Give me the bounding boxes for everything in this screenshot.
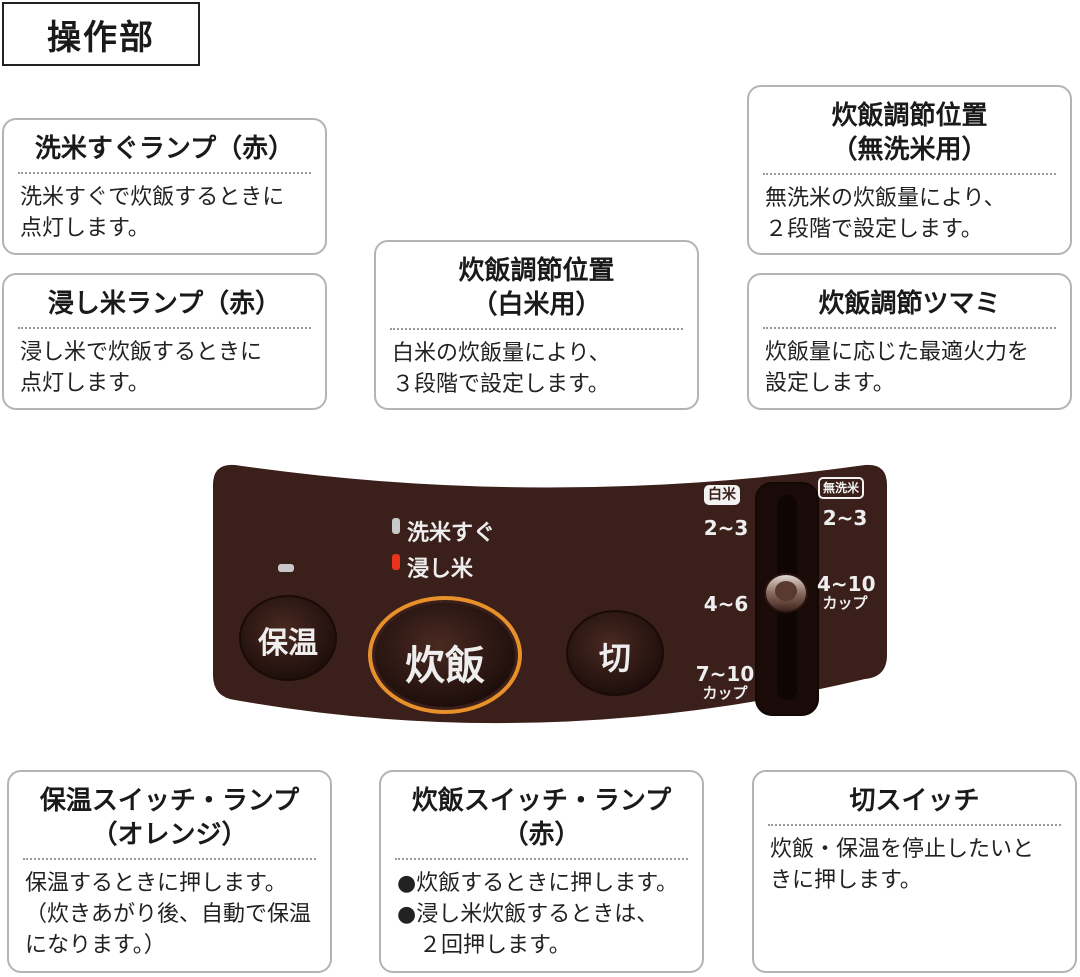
cook-button-shape <box>375 603 515 707</box>
divider <box>395 858 688 860</box>
card-keep-warm: 保温スイッチ・ランプ （オレンジ） 保温するときに押します。 （炊きあがり後、自… <box>7 770 332 973</box>
card-heading: 炊飯スイッチ・ランプ （赤） <box>411 786 672 850</box>
card-wash-lamp: 洗米すぐランプ（赤） 洗米すぐで炊飯するときに 点灯します。 <box>2 118 327 255</box>
musenmai-scale-2-3: 2~3 <box>822 506 868 530</box>
keep-warm-button[interactable]: 保温 <box>258 626 318 661</box>
white-rice-tag: 白米 <box>704 485 740 505</box>
card-cook: 炊飯スイッチ・ランプ （赤） ●炊飯するときに押します。 ●浸し米炊飯するときは… <box>379 770 704 973</box>
card-text: 洗米すぐで炊飯するときに 点灯します。 <box>20 185 285 241</box>
card-text: 白米の炊飯量により、 ３段階で設定します。 <box>392 341 611 397</box>
white-scale-4-6: 4~6 <box>703 592 749 616</box>
page-title: 操作部 <box>2 2 200 66</box>
soak-indicator-label: 浸し米 <box>407 557 474 582</box>
panel-graphic <box>213 464 887 724</box>
card-text: 炊飯量に応じた最適火力を 設定します。 <box>765 340 1030 396</box>
divider <box>18 172 311 174</box>
white-scale-7-10: 7~10 カップ <box>695 662 755 702</box>
card-heading: 浸し米ランプ（赤） <box>47 289 282 319</box>
card-knob: 炊飯調節ツマミ 炊飯量に応じた最適火力を 設定します。 <box>747 273 1072 410</box>
card-heading: 保温スイッチ・ランプ （オレンジ） <box>39 786 300 850</box>
knob-cap <box>775 581 797 601</box>
card-text: 炊飯・保温を停止したいと きに押します。 <box>770 837 1035 893</box>
card-text: 浸し米で炊飯するときに 点灯します。 <box>20 340 263 396</box>
card-soak-lamp: 浸し米ランプ（赤） 浸し米で炊飯するときに 点灯します。 <box>2 273 327 410</box>
divider <box>763 327 1056 329</box>
control-panel: 保温 炊飯 切 洗米すぐ 浸し米 白米 無洗米 2~3 4~6 7~10 カップ… <box>205 455 890 740</box>
divider <box>390 328 683 330</box>
soak-indicator-light <box>392 554 400 570</box>
card-off: 切スイッチ 炊飯・保温を停止したいと きに押します。 <box>752 770 1077 973</box>
card-heading: 切スイッチ <box>849 786 980 816</box>
cook-button-ring <box>368 596 522 714</box>
wash-indicator-light <box>392 518 400 534</box>
cook-button[interactable]: 炊飯 <box>405 643 485 689</box>
divider <box>18 327 311 329</box>
card-text: ●炊飯するときに押します。 ●浸し米炊飯するときは、 ２回押します。 <box>397 871 678 958</box>
divider <box>768 824 1061 826</box>
card-heading: 炊飯調節位置 （白米用） <box>458 256 615 320</box>
card-text: 保温するときに押します。 （炊きあがり後、自動で保温 になります。） <box>25 871 312 958</box>
card-text: 無洗米の炊飯量により、 ２段階で設定します。 <box>765 186 1006 242</box>
divider <box>23 858 316 860</box>
musenmai-scale-4-10: 4~10 カップ <box>817 572 876 612</box>
card-heading: 洗米すぐランプ（赤） <box>34 134 295 164</box>
wash-indicator-label: 洗米すぐ <box>407 521 496 546</box>
musenmai-tag: 無洗米 <box>818 477 865 499</box>
card-white-rice-position: 炊飯調節位置 （白米用） 白米の炊飯量により、 ３段階で設定します。 <box>374 240 699 410</box>
card-heading: 炊飯調節ツマミ <box>818 289 1001 319</box>
divider <box>763 173 1056 175</box>
white-scale-2-3: 2~3 <box>703 516 749 540</box>
keep-warm-lamp <box>278 564 294 572</box>
off-button[interactable]: 切 <box>598 639 631 677</box>
card-musenmai-position: 炊飯調節位置 （無洗米用） 無洗米の炊飯量により、 ２段階で設定します。 <box>747 85 1072 255</box>
off-button-shape <box>566 610 664 696</box>
card-heading: 炊飯調節位置 （無洗米用） <box>831 101 988 165</box>
keep-warm-button-shape <box>239 595 337 681</box>
